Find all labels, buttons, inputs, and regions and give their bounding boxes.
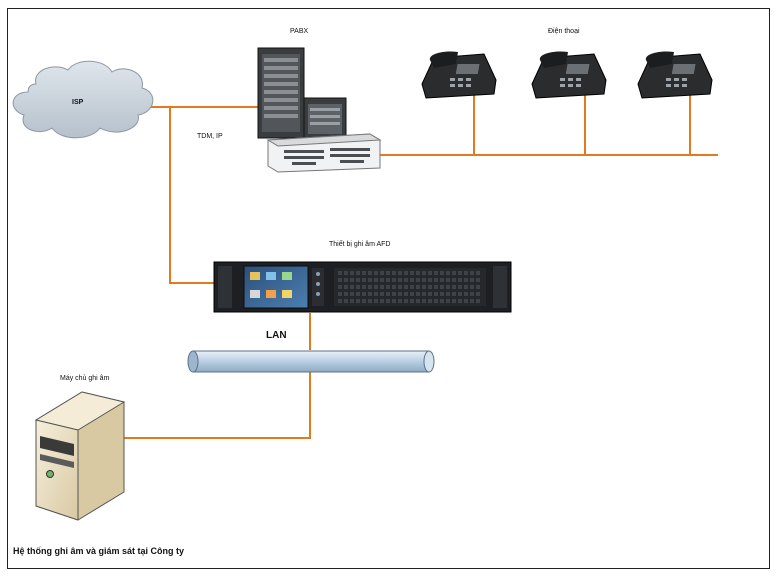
recorder-label: Thiết bị ghi âm AFD	[329, 241, 391, 248]
pabx-icon	[257, 47, 382, 173]
afd-recorder-icon	[213, 261, 512, 313]
pabx-label: PABX	[290, 28, 309, 35]
connection-lines	[122, 85, 718, 439]
lan-label: LAN	[266, 330, 287, 341]
phone-1-icon	[421, 51, 497, 99]
lan-to-server-line	[122, 372, 311, 439]
trunk-to-recorder-line	[169, 107, 215, 284]
isp-cloud-icon	[12, 60, 154, 139]
diagram-frame	[7, 8, 770, 569]
server-label: Máy chủ ghi âm	[60, 375, 110, 382]
lan-bus-icon	[187, 350, 435, 373]
isp-label: ISP	[72, 99, 84, 106]
diagram-caption: Hệ thống ghi âm và giám sát tại Công ty	[13, 546, 185, 556]
phone-3-icon	[637, 51, 713, 99]
phone-2-icon	[531, 51, 607, 99]
link-type-label: TDM, IP	[197, 133, 223, 140]
phones-label: Điện thoại	[548, 28, 580, 35]
recording-server-icon	[34, 391, 126, 521]
